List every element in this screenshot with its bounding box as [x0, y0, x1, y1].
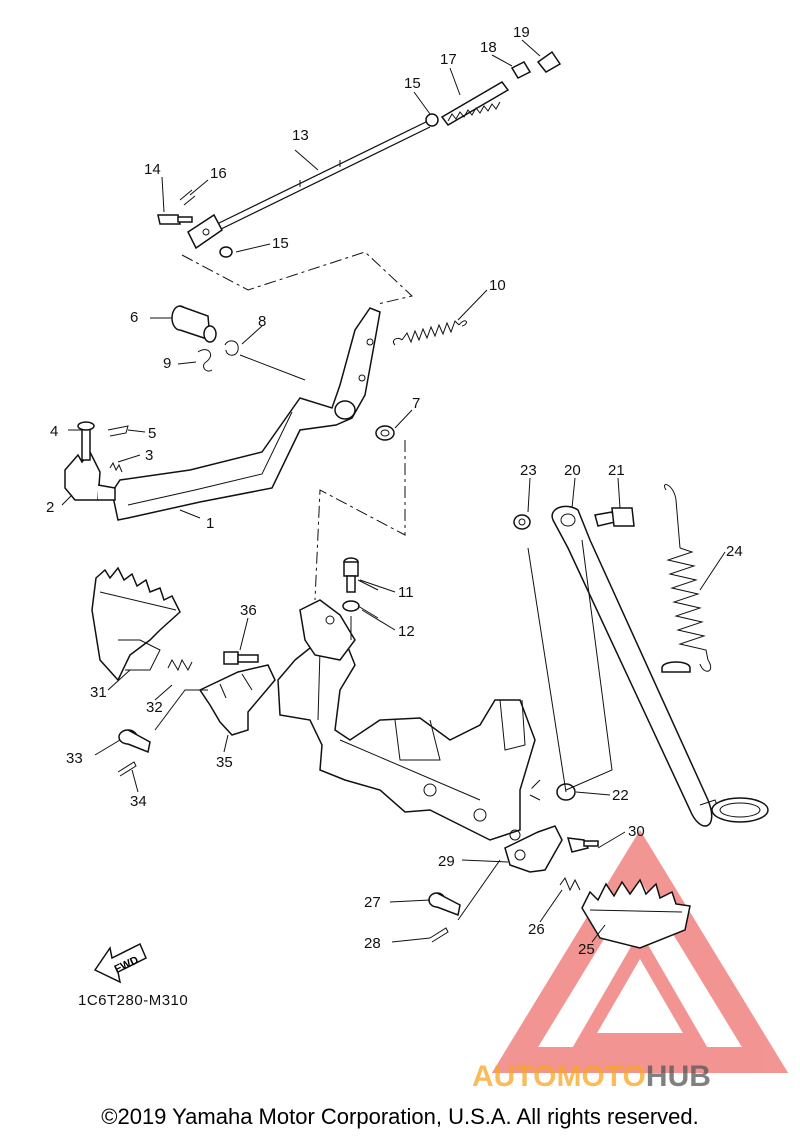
- part-number: 2: [46, 499, 54, 516]
- leader-lines: [61, 39, 726, 943]
- part-number: 33: [66, 750, 83, 767]
- part-labels: 1 2 3 4 5 6 7 8 9 10 11 12 13 14 15 15 1…: [46, 24, 743, 958]
- part-number: 31: [90, 684, 107, 701]
- part-number: 6: [130, 309, 138, 326]
- watermark-part1: AUTOMOTO: [472, 1060, 646, 1093]
- watermark-text: AUTOMOTOHUB: [472, 1060, 711, 1093]
- part-number: 20: [564, 462, 581, 479]
- fwd-arrow: FWD: [93, 942, 147, 984]
- part-number: 11: [398, 584, 414, 601]
- part-number: 8: [258, 313, 266, 330]
- part-number: 1: [206, 515, 214, 532]
- part-number: 14: [144, 161, 161, 178]
- brake-rod-assembly: [157, 50, 562, 258]
- part-number: 21: [608, 462, 625, 479]
- part-number: 35: [216, 754, 233, 771]
- part-number: 4: [50, 423, 58, 440]
- pivot-parts: [171, 305, 395, 441]
- part-number: 32: [146, 699, 163, 716]
- part-number: 16: [210, 165, 227, 182]
- part-number: 3: [145, 447, 153, 464]
- part-number: 27: [364, 894, 381, 911]
- part-number: 15: [404, 75, 421, 92]
- part-number: 17: [440, 51, 457, 68]
- part-number: 23: [520, 462, 537, 479]
- copyright-notice: ©2019 Yamaha Motor Corporation, U.S.A. A…: [101, 1104, 699, 1129]
- part-number: 22: [612, 787, 629, 804]
- part-number: 5: [148, 425, 156, 442]
- part-number: 7: [412, 395, 420, 412]
- diagram-code: 1C6T280-M310: [78, 992, 188, 1009]
- sidestand: [513, 484, 769, 827]
- part-number: 36: [240, 602, 257, 619]
- part-number: 9: [163, 355, 171, 372]
- part-number: 15: [272, 235, 289, 252]
- part-number: 10: [489, 277, 506, 294]
- brake-pedal: [111, 307, 381, 521]
- svg-text:AUTOMOTOHUB: AUTOMOTOHUB: [472, 1060, 711, 1093]
- part-number: 19: [513, 24, 530, 41]
- footrest-right: [428, 825, 691, 949]
- bolt-11: [342, 557, 360, 612]
- part-number: 30: [628, 823, 645, 840]
- part-number: 25: [578, 941, 595, 958]
- pedal-tip: [64, 421, 129, 501]
- part-number: 29: [438, 853, 455, 870]
- part-number: 26: [528, 921, 545, 938]
- watermark-logo: [491, 830, 789, 1073]
- part-number: 12: [398, 623, 415, 640]
- footrest-left: [91, 566, 276, 777]
- spring-10: [392, 320, 467, 346]
- part-number: 13: [292, 127, 309, 144]
- part-number: 18: [480, 39, 497, 56]
- parts-diagram: FWD 1 2 3 4 5 6 7 8 9 10 11 12 13 14 15 …: [46, 24, 789, 1093]
- part-number: 34: [130, 793, 147, 810]
- frame: [277, 599, 536, 841]
- part-number: 24: [726, 543, 743, 560]
- part-number: 28: [364, 935, 381, 952]
- watermark-part2: HUB: [646, 1060, 711, 1093]
